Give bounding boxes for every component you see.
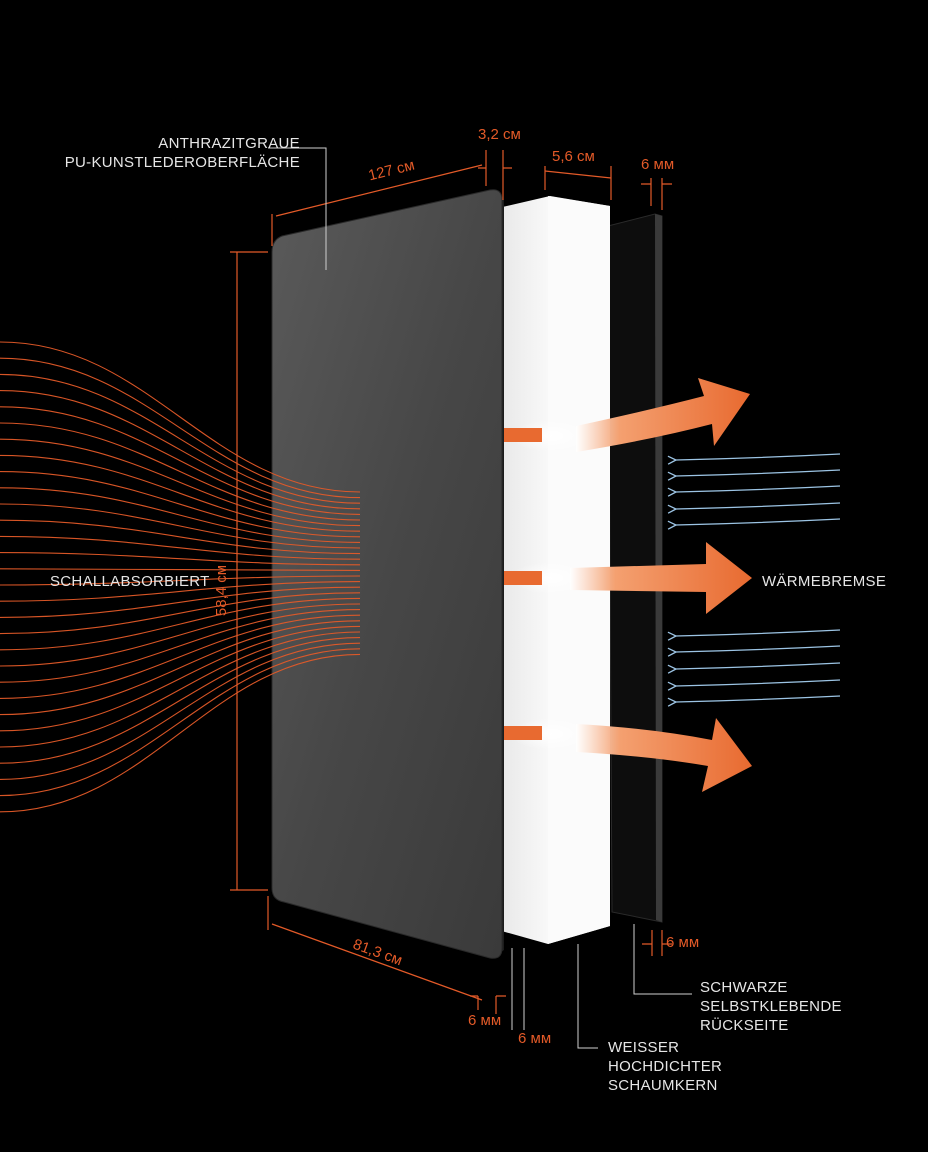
sound-wave-line [0, 341, 361, 493]
heat-stub [504, 726, 542, 740]
dimension-lines [230, 150, 672, 1014]
heat-arrow-middle [570, 542, 752, 614]
sound-wave-line [0, 597, 361, 651]
sound-waves [0, 341, 361, 813]
sound-wave-line [0, 535, 361, 560]
dim-bottom-gap-2: 6 мм [518, 1030, 552, 1047]
heat-stub [504, 571, 542, 585]
sound-wave-line [0, 614, 361, 699]
sound-wave-line [0, 631, 361, 748]
sound-wave-line [0, 642, 361, 780]
foam-label-line: WEISSER [608, 1039, 680, 1056]
airflow-line [676, 453, 841, 460]
foam-label-line: SCHAUMKERN [608, 1077, 718, 1094]
sound-wave-line [0, 575, 361, 586]
backing-label-line: SELBSTKLEBENDE [700, 998, 842, 1015]
dim-backing-thickness: 6 мм [641, 156, 675, 173]
dim-panel-thickness: 3,2 см [478, 126, 521, 143]
leader-lines [268, 147, 692, 1049]
sound-wave-line [0, 653, 361, 813]
sound-wave-line [0, 357, 361, 499]
backing-label: SCHWARZE SELBSTKLEBENDE RÜCKSEITE [700, 978, 842, 1035]
surface-label-line: PU-KUNSTLEDEROBERFLÄCHE [64, 154, 300, 171]
airflow-line [676, 645, 841, 652]
sound-wave-line [0, 603, 361, 667]
airflow-line [676, 629, 841, 636]
sound-wave-line [0, 592, 361, 635]
sound-wave-line [0, 438, 361, 527]
surface-label: ANTHRAZITGRAUE PU-KUNSTLEDEROBERFLÄCHE [60, 134, 300, 172]
sound-wave-line [0, 471, 361, 538]
sound-wave-line [0, 487, 361, 543]
sound-absorbed-label: SCHALLABSORBIERT [50, 573, 210, 590]
dim-bottom-gap-1: 6 мм [468, 1012, 502, 1029]
surface-label-line: ANTHRAZITGRAUE [158, 135, 300, 152]
dim-height: 58,4 см [213, 564, 231, 617]
airflow-line [676, 469, 841, 476]
sound-wave-line [0, 568, 361, 571]
airflow-arrows [676, 453, 841, 702]
sound-wave-line [0, 637, 361, 764]
sound-wave-line [0, 503, 361, 549]
sound-wave-line [0, 648, 361, 797]
airflow-line [676, 518, 841, 525]
sound-wave-line [0, 586, 361, 618]
heat-stub [504, 428, 542, 442]
foam-label: WEISSER HOCHDICHTER SCHAUMKERN [608, 1038, 722, 1095]
sound-wave-line [0, 406, 361, 515]
sound-wave-line [0, 390, 361, 510]
airflow-line [676, 679, 841, 686]
sound-wave-line [0, 620, 361, 716]
foam-label-line: HOCHDICHTER [608, 1058, 723, 1075]
panel-face [271, 189, 503, 959]
sound-wave-line [0, 373, 361, 504]
backing-label-line: RÜCKSEITE [700, 1017, 789, 1034]
sound-wave-line [0, 609, 361, 683]
airflow-line [676, 485, 841, 492]
airflow-line [676, 502, 841, 509]
backing-label-line: SCHWARZE [700, 979, 788, 996]
sound-wave-line [0, 519, 361, 555]
sound-wave-line [0, 581, 361, 602]
heat-arrow-top [576, 378, 750, 452]
sound-wave-line [0, 552, 361, 566]
heat-brake-label: WÄRMEBREMSE [762, 573, 887, 590]
dim-bottom-backing: 6 мм [666, 934, 700, 951]
dim-foam-thickness: 5,6 см [552, 148, 595, 165]
sound-wave-line [0, 422, 361, 521]
airflow-line [676, 662, 841, 669]
sound-wave-line [0, 454, 361, 532]
airflow-line [676, 695, 841, 702]
heat-arrow-bottom [576, 718, 752, 792]
sound-wave-line [0, 625, 361, 732]
